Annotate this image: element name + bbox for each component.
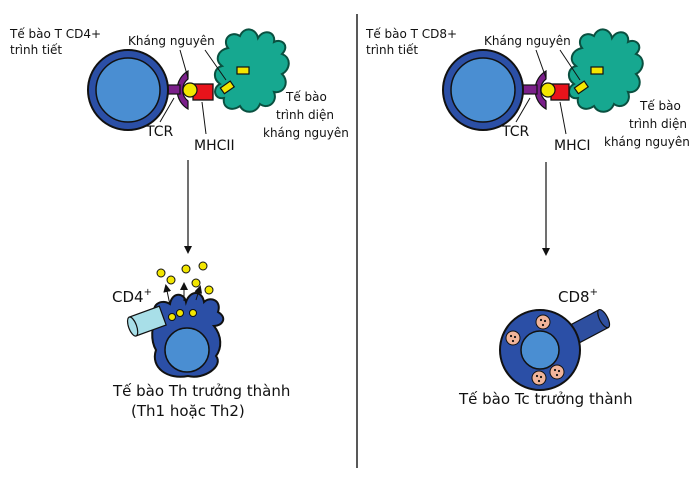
cytokine [156,268,166,278]
cytokine [181,264,191,274]
secretion-arrow [194,285,203,301]
cytokine [204,285,214,295]
right-apc-label-line1: Tế bào [639,99,681,113]
right-apc-label-line2: trình diện [629,117,687,131]
right-antigen-on-mhc [573,80,590,95]
right-antigen-pointer-2 [559,49,581,81]
left-tcr-label: TCR [145,124,174,140]
secretion-arrow [163,284,172,306]
cytokine [189,309,197,317]
left-panel: Tế bào T CD4+ trình tiết Kháng nguyên TC… [9,27,349,420]
left-antigen-label: Kháng nguyên [128,34,215,48]
right-mhc-label: MHCI [554,138,591,154]
right-tcr-label: TCR [501,124,530,140]
cytokine [176,309,184,317]
left-result-label-line1: Tế bào Th trưởng thành [112,382,290,400]
right-bound-antigen [540,82,556,98]
left-th-cell-nucleus [164,327,210,373]
cytokine [166,275,176,285]
right-apc-label-line3: kháng nguyên [604,135,690,149]
left-apc-label-line2: trình diện [276,108,334,122]
left-result-label-line2: (Th1 hoặc Th2) [131,402,245,420]
right-antigen-presenting-cell [568,28,644,113]
cytokine [191,278,201,288]
left-apc-label-line1: Tế bào [285,90,327,104]
left-antigen-on-mhc [219,80,236,95]
right-antigen-inside-apc [590,66,604,75]
right-t-cell-nucleus [450,57,516,123]
left-tcr-pointer [159,97,175,123]
left-mhc-label: MHCII [194,138,235,154]
left-bound-antigen [182,82,198,98]
left-source-cell-label-line2: trình tiết [10,43,62,57]
right-source-cell-label-line2: trình tiết [366,43,418,57]
left-antigen-presenting-cell [214,28,290,113]
right-result-label: Tế bào Tc trưởng thành [458,390,633,408]
left-apc-label-line3: kháng nguyên [263,126,349,140]
left-mhc-pointer [201,101,207,135]
cytokine [198,261,208,271]
cd4-receptor [126,305,167,337]
left-source-cell-label-line1: Tế bào T CD4+ [9,27,101,41]
right-antigen-pointer-1 [535,49,547,79]
right-antigen-label: Kháng nguyên [484,34,571,48]
cytotoxic-granule [549,364,565,380]
cytotoxic-granule [531,370,547,386]
right-panel: Tế bào T CD8+ trình tiết Kháng nguyên TC… [365,27,690,408]
cd8-label: CD8+ [558,287,598,306]
cytokine [168,313,176,321]
right-mhc-pointer [559,101,567,135]
left-antigen-pointer-2 [204,49,227,81]
right-tc-cell-nucleus [520,330,560,370]
right-tcr-pointer [515,97,531,123]
cytotoxic-granule [535,314,551,330]
left-antigen-pointer-1 [179,49,189,79]
left-t-cell-nucleus [95,57,161,123]
cytotoxic-granule [505,330,521,346]
right-source-cell-label-line1: Tế bào T CD8+ [365,27,457,41]
left-antigen-inside-apc [236,66,250,75]
cd4-label: CD4+ [112,287,152,306]
